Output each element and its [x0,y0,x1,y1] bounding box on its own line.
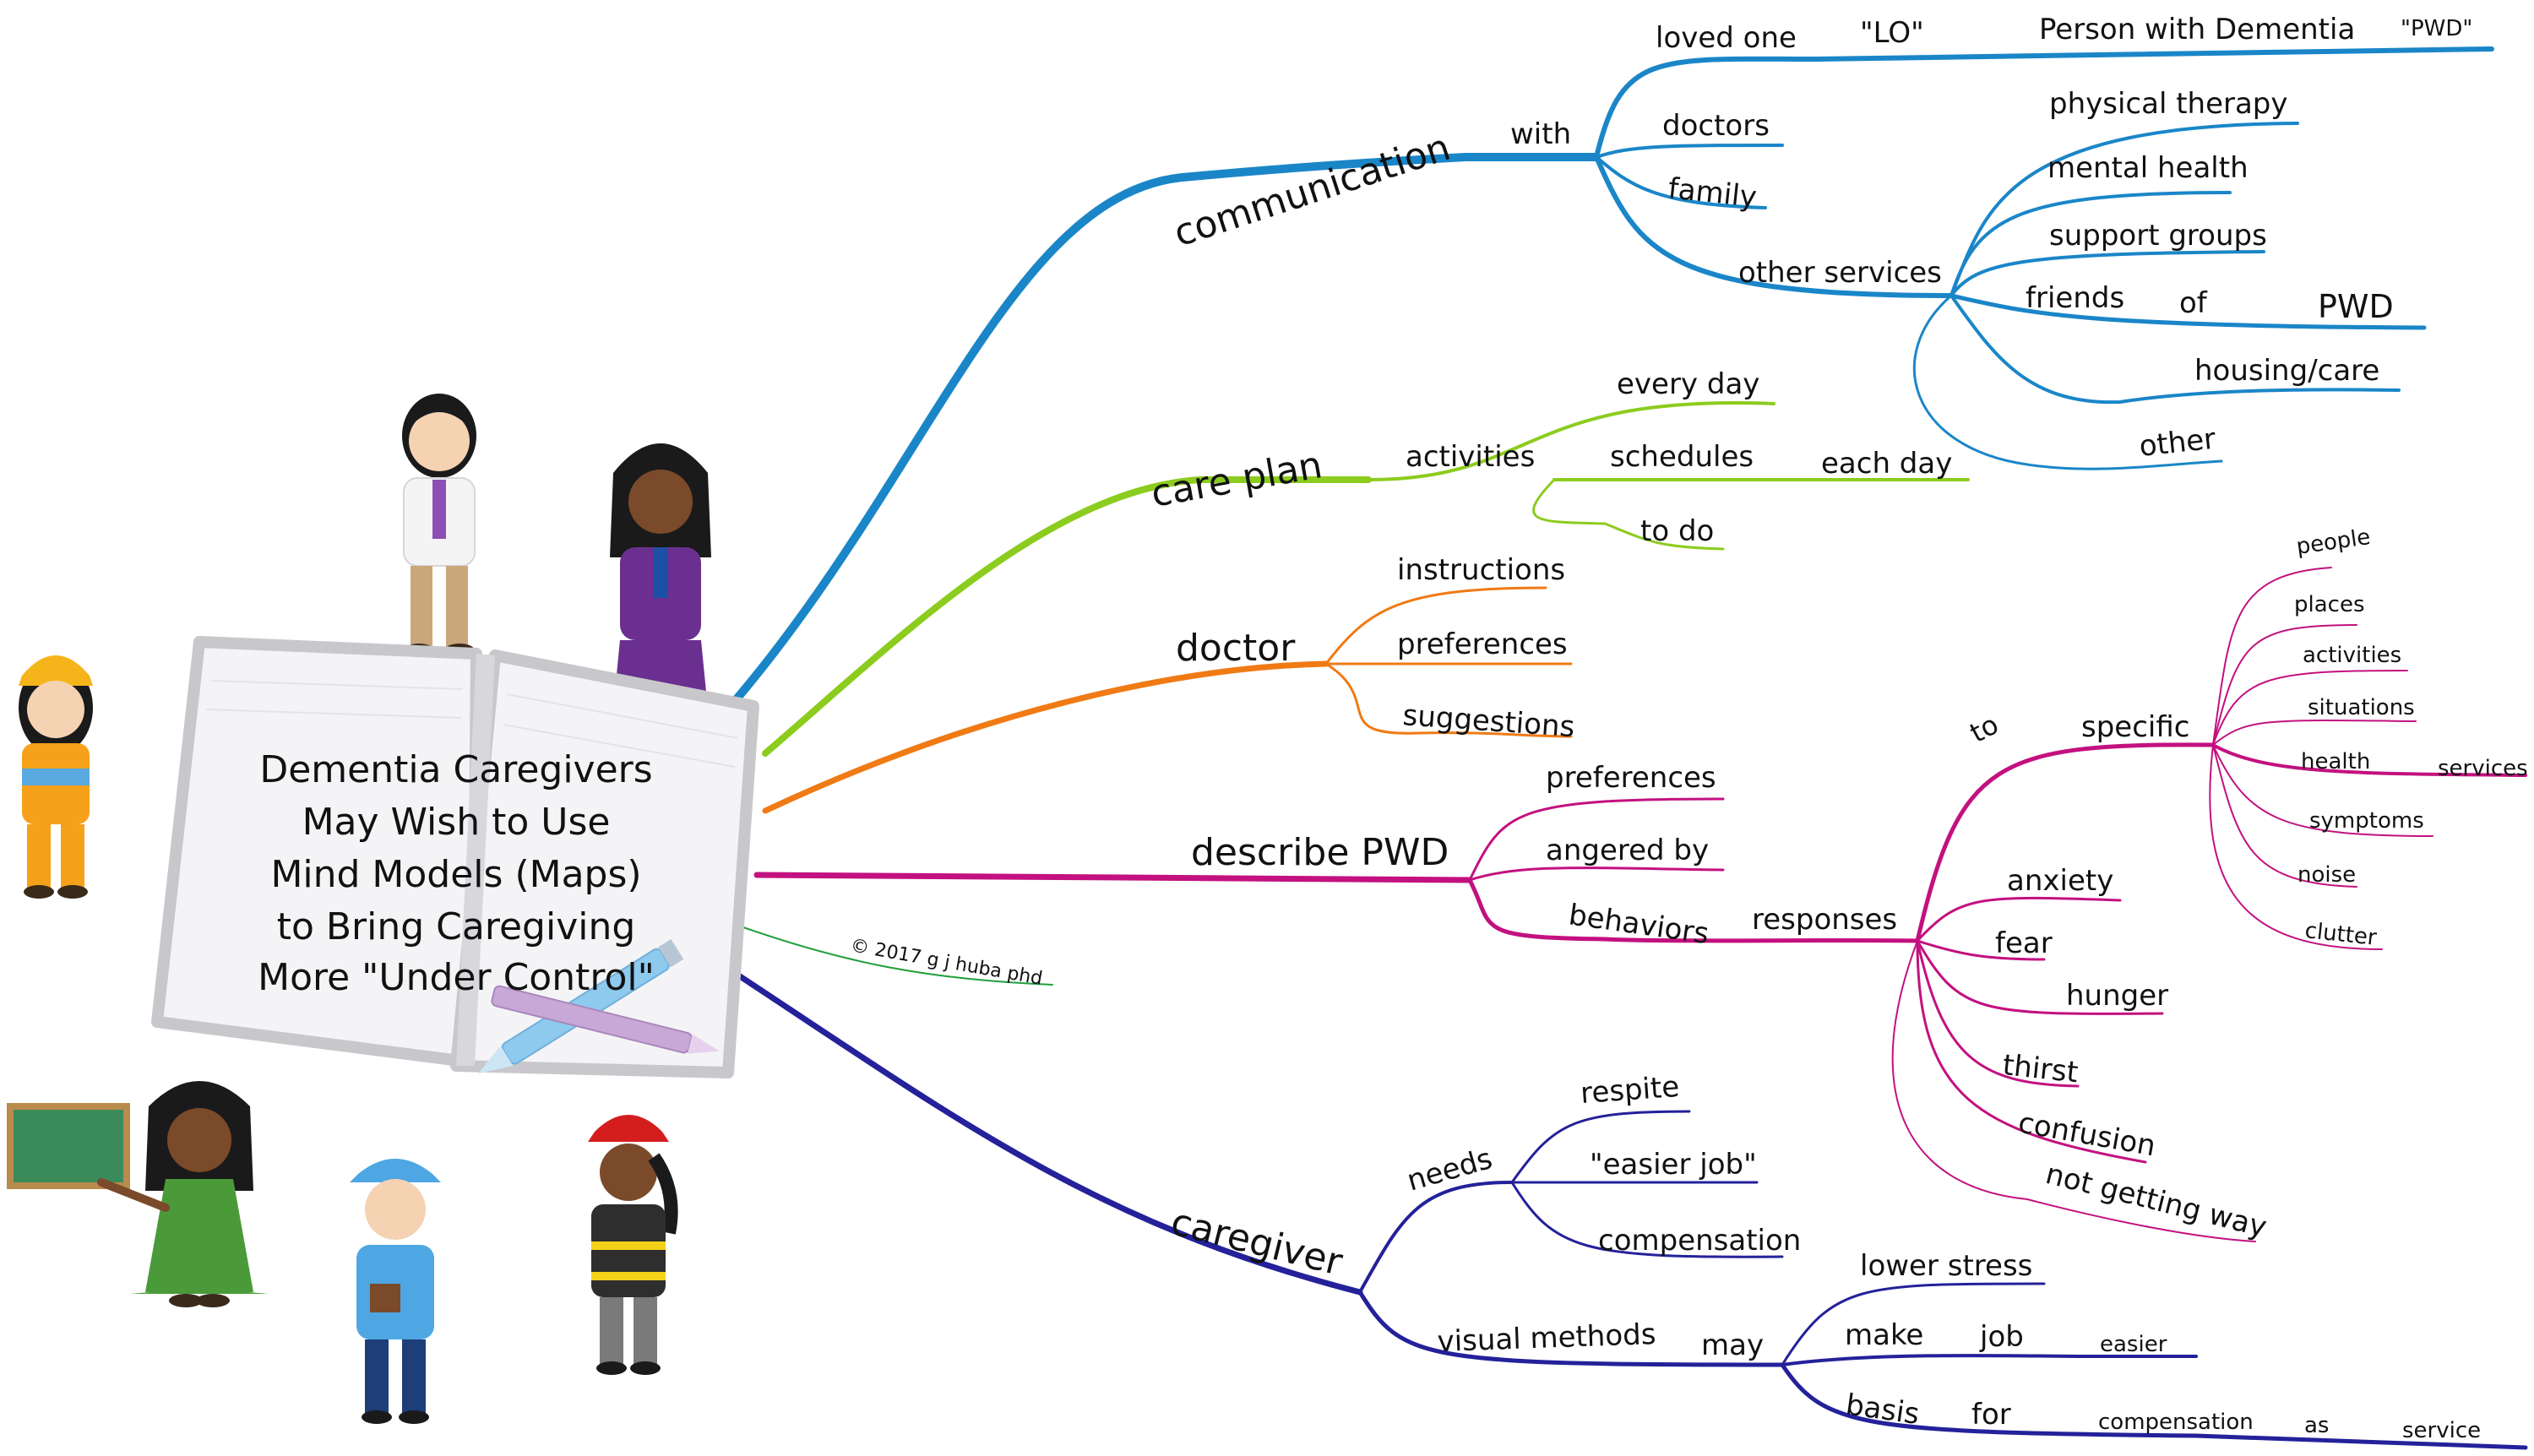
node-respite: respite [1580,1070,1681,1111]
node-family: family [1667,171,1759,215]
node-lower-stress: lower stress [1860,1249,2032,1283]
node-symptoms: symptoms [2309,808,2424,834]
node-specific: specific [2081,710,2189,744]
labels-caregiver: caregiver needs respite "easier job" com… [1166,1070,2481,1443]
node-easier: easier [2100,1332,2167,1357]
node-describe-pwd: describe PWD [1191,831,1449,874]
title-line-3: Mind Models (Maps) [270,853,641,896]
node-fear: fear [1995,926,2053,960]
node-clutter: clutter [2303,918,2378,951]
node-preferences-pwd: preferences [1546,761,1716,795]
node-every-day: every day [1617,367,1759,401]
node-other-services: other services [1738,256,1942,290]
node-not-getting-way: not getting way [2042,1157,2270,1245]
node-activities-pwd: activities [2303,643,2401,668]
node-confusion: confusion [2015,1106,2158,1163]
node-hunger: hunger [2066,979,2168,1013]
node-as: as [2304,1413,2329,1438]
node-service: service [2402,1418,2481,1443]
title-line-2: May Wish to Use [302,801,611,844]
node-people: people [2295,524,2372,560]
node-pwd: PWD [2318,288,2394,325]
branch-communication [731,46,2494,705]
node-situations: situations [2308,695,2415,720]
node-to: to [1965,708,2004,749]
node-noise: noise [2297,862,2356,888]
node-make: make [1845,1318,1923,1352]
node-lo: "LO" [1860,16,1924,50]
node-mental-health: mental health [2047,151,2249,185]
node-activities: activities [1406,440,1535,474]
node-of: of [2179,286,2208,320]
title-line-5: More "Under Control" [258,956,655,999]
node-person-with-dementia: Person with Dementia [2039,13,2355,46]
node-caregiver: caregiver [1166,1200,1347,1285]
node-care-plan: care plan [1148,443,1325,516]
node-places: places [2294,592,2365,617]
branch-copyright [742,926,1053,986]
pencil-icon-2 [491,985,720,1054]
branch-doctor [762,586,1573,814]
firefighter-figure-icon [588,1115,678,1375]
node-other: other [2138,422,2217,464]
title-line-1: Dementia Caregivers [259,748,652,791]
labels-communication: communication with loved one "LO" Person… [1169,13,2473,464]
node-services: services [2438,756,2528,781]
node-compensation: compensation [1598,1224,1801,1258]
node-friends: friends [2026,281,2124,315]
node-loved-one: loved one [1656,21,1797,55]
node-job: job [1979,1320,2024,1354]
node-suggestions: suggestions [1401,698,1575,744]
node-physical-therapy: physical therapy [2049,87,2288,121]
node-housing-care: housing/care [2194,354,2379,388]
node-for: for [1971,1398,2011,1432]
title-line-4: to Bring Caregiving [277,905,636,948]
node-preferences: preferences [1397,627,1568,661]
node-anxiety: anxiety [2007,864,2113,898]
node-angered-by: angered by [1546,834,1709,867]
node-doctors: doctors [1662,109,1770,143]
node-behaviors: behaviors [1567,898,1711,951]
node-compensation-2: compensation [2098,1410,2254,1435]
node-responses: responses [1752,903,1897,937]
construction-worker-figure-icon [19,655,93,899]
node-pwd-quote: "PWD" [2401,16,2472,41]
center-title: Dementia Caregivers May Wish to Use Mind… [258,748,655,999]
node-to-do: to do [1640,514,1714,548]
node-with: with [1510,117,1571,151]
node-health: health [2301,749,2370,774]
notebook-icon [151,636,759,1078]
node-instructions: instructions [1397,553,1565,587]
mail-carrier-figure-icon [350,1159,441,1424]
node-basis: basis [1844,1388,1922,1432]
node-may: may [1701,1328,1764,1362]
node-easier-job: "easier job" [1590,1148,1757,1182]
node-support-groups: support groups [2049,219,2267,253]
branch-care-plan [762,401,1970,757]
node-schedules: schedules [1610,440,1754,474]
node-thirst: thirst [2001,1048,2080,1089]
copyright-label: © 2017 g j huba phd [849,935,1044,990]
labels-doctor: doctor instructions preferences suggesti… [1176,553,1576,744]
node-communication: communication [1169,126,1455,256]
node-each-day: each day [1821,447,1952,481]
labels-describe-pwd: describe PWD preferences angered by beha… [1191,524,2528,1245]
node-doctor: doctor [1176,627,1296,670]
teacher-figure-icon [7,1081,269,1307]
doctor-figure-icon [402,394,476,657]
node-visual-methods: visual methods [1437,1317,1656,1359]
branch-caregiver [737,973,2528,1450]
branch-describe-pwd [753,567,2527,1242]
